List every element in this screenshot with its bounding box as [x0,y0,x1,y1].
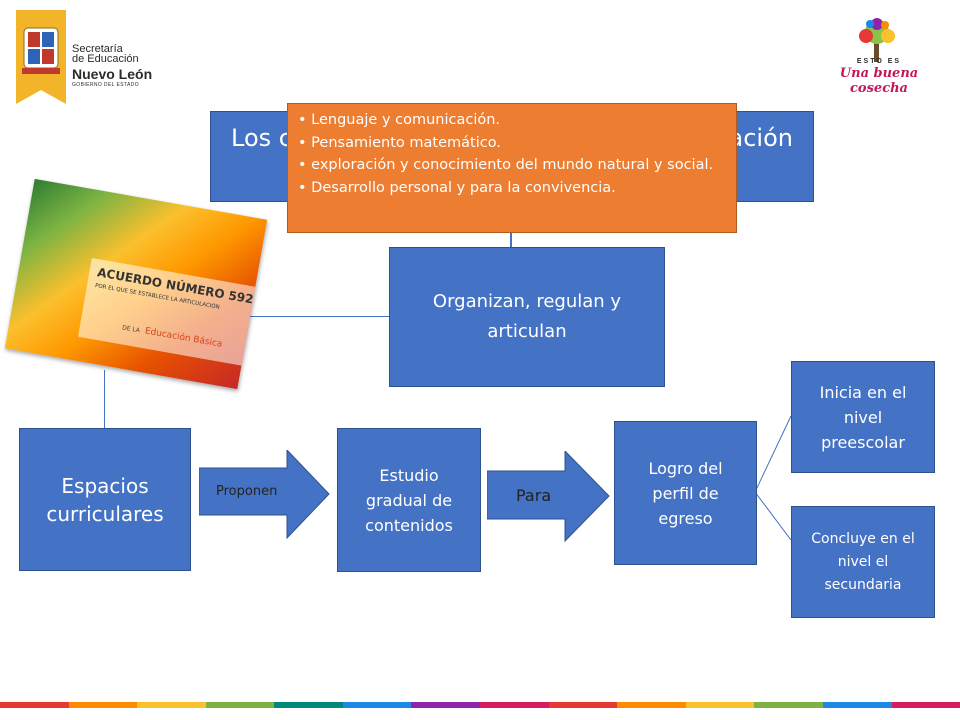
nuevo-leon-logo: Secretaría de Educación Nuevo León GOBIE… [16,10,166,106]
inicia-box: Inicia en el nivel preescolar [791,361,935,473]
proponen-arrow [199,450,330,540]
title-left-text: Los c [231,124,292,152]
para-arrow [487,451,610,543]
espacios-box: Espacios curriculares [19,428,191,571]
formative-fields-box: Lenguaje y comunicación. Pensamiento mat… [287,103,737,233]
connector-organizan-left [250,316,390,317]
branch-connectors [755,415,792,540]
title-right-text: ación [728,124,793,152]
field-item: exploración y conocimiento del mundo nat… [298,154,736,177]
logo-text: Secretaría de Educación Nuevo León GOBIE… [72,43,153,89]
footer-color-stripe [0,702,960,708]
field-item: Lenguaje y comunicación. [298,109,736,132]
estudio-box: Estudio gradual de contenidos [337,428,481,572]
tree-icon [859,18,895,62]
para-label: Para [516,486,552,505]
organizan-box: Organizan, regulan y articulan [389,247,665,387]
logro-box: Logro del perfil de egreso [614,421,757,565]
fields-list: Lenguaje y comunicación. Pensamiento mat… [298,109,736,199]
field-item: Desarrollo personal y para la convivenci… [298,177,736,200]
proponen-label: Proponen [216,484,278,499]
buena-cosecha-logo: ESTO ES Una buena cosecha [812,16,946,96]
connector-vertical-left [104,370,105,428]
shield-crest-icon [16,10,66,104]
concluye-box: Concluye en el nivel el secundaria [791,506,935,618]
acuerdo-592-book-cover: ACUERDO NÚMERO 592 POR EL QUE SE ESTABLE… [4,178,268,390]
field-item: Pensamiento matemático. [298,132,736,155]
connector-title-organizan [510,230,512,248]
